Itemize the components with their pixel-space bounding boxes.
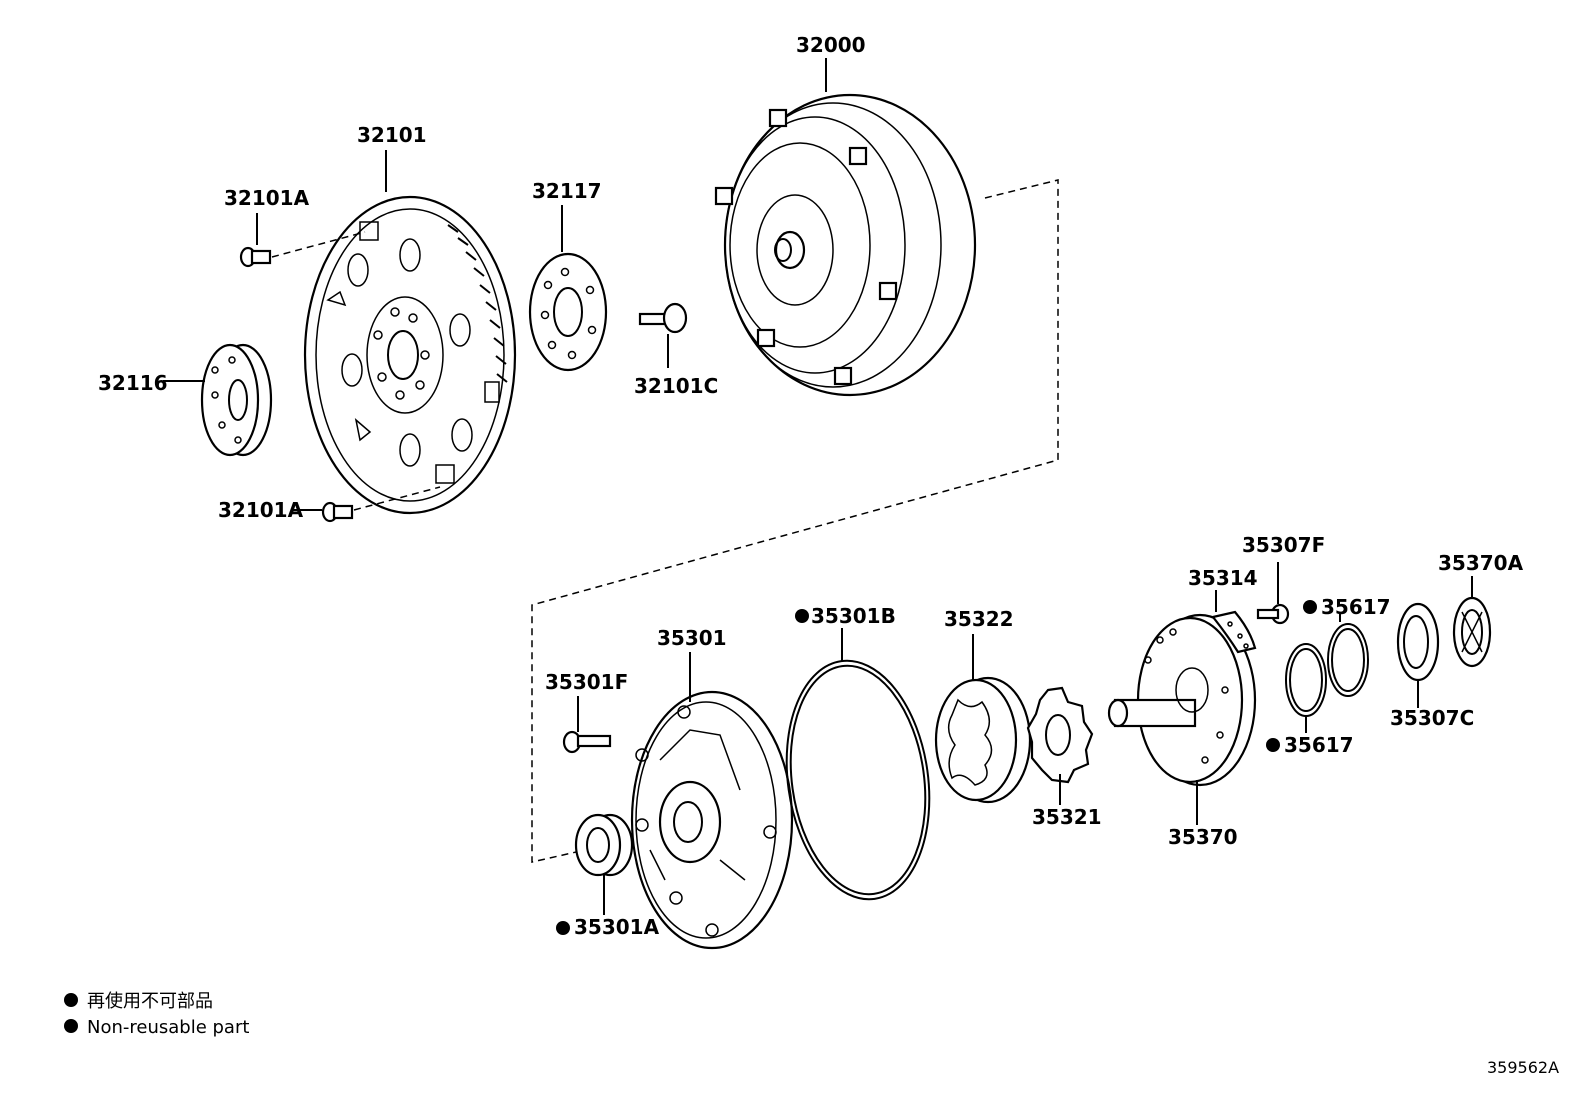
part-label-35301a[interactable]: 35301A — [574, 915, 660, 939]
part-label-35307f[interactable]: 35307F — [1242, 533, 1325, 557]
legend-bullet-en — [64, 1019, 78, 1033]
non-reusable-marker-35301b — [795, 609, 809, 623]
legend-text-jp: 再使用不可部品 — [87, 991, 213, 1012]
non-reusable-marker-35617-top — [1303, 600, 1317, 614]
part-label-35617-top[interactable]: 35617 — [1321, 595, 1391, 619]
drawing-id: 359562A — [1487, 1058, 1559, 1077]
part-label-32000[interactable]: 32000 — [796, 33, 866, 57]
non-reusable-marker-35301a — [556, 921, 570, 935]
part-label-32101[interactable]: 32101 — [357, 123, 427, 147]
seal-ring-35617-b[interactable] — [1327, 623, 1369, 697]
seal-ring-35617-a[interactable] — [1285, 643, 1327, 717]
part-label-35617-bottom[interactable]: 35617 — [1284, 733, 1354, 757]
part-label-35370a[interactable]: 35370A — [1438, 551, 1524, 575]
o-ring-35301b[interactable] — [772, 651, 944, 908]
legend-bullet-jp — [64, 993, 78, 1007]
washer-35307c[interactable] — [1396, 602, 1440, 682]
part-label-35301f[interactable]: 35301F — [545, 670, 628, 694]
part-label-32101c[interactable]: 32101C — [634, 374, 718, 398]
oil-seal-35301a[interactable] — [574, 813, 634, 877]
part-label-32101a-bottom[interactable]: 32101A — [218, 498, 304, 522]
part-label-35370[interactable]: 35370 — [1168, 825, 1238, 849]
part-label-35314[interactable]: 35314 — [1188, 566, 1258, 590]
bolt-32101a-top[interactable] — [239, 246, 272, 268]
part-label-35307c[interactable]: 35307C — [1390, 706, 1474, 730]
bearing-35370a[interactable] — [1452, 596, 1492, 668]
stator-shaft-35370[interactable] — [1107, 613, 1257, 787]
non-reusable-marker-35617-bottom — [1266, 738, 1280, 752]
oil-pump-body[interactable] — [630, 690, 794, 950]
front-plate-32117[interactable] — [528, 252, 608, 372]
drive-gear-35321[interactable] — [1026, 686, 1094, 784]
drive-plate[interactable] — [303, 195, 517, 515]
part-label-35301[interactable]: 35301 — [657, 626, 727, 650]
part-label-32117[interactable]: 32117 — [532, 179, 602, 203]
bolt-32101a-bottom[interactable] — [321, 501, 354, 523]
spacer-plate-32116[interactable] — [200, 343, 273, 457]
driven-gear-35322[interactable] — [934, 676, 1032, 804]
bolt-35307f[interactable] — [1256, 603, 1290, 625]
plate-35314[interactable] — [1211, 610, 1257, 654]
legend-text-en: Non-reusable part — [87, 1017, 249, 1038]
bolt-32101c[interactable] — [638, 302, 688, 334]
bolt-35301f[interactable] — [562, 730, 612, 754]
part-label-32101a-top[interactable]: 32101A — [224, 186, 310, 210]
part-label-35321[interactable]: 35321 — [1032, 805, 1102, 829]
part-label-35322[interactable]: 35322 — [944, 607, 1014, 631]
torque-converter[interactable] — [714, 93, 977, 397]
part-label-35301b[interactable]: 35301B — [811, 604, 896, 628]
part-label-32116[interactable]: 32116 — [98, 371, 168, 395]
